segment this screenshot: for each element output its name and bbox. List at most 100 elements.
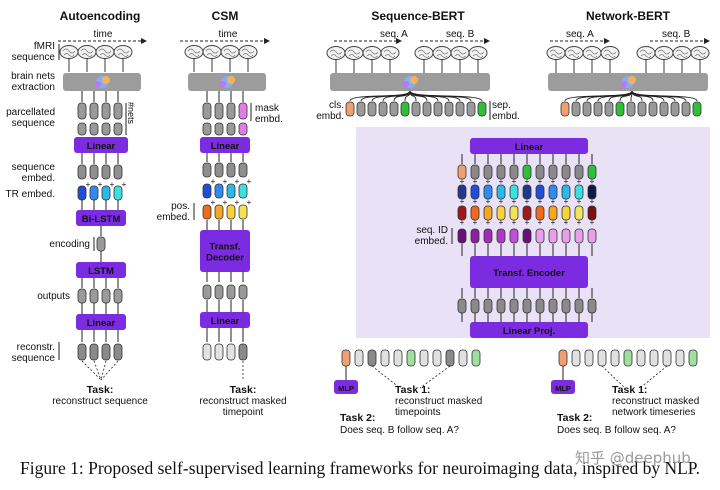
fan-connector — [409, 90, 483, 102]
seq-id-token — [548, 228, 558, 244]
figure-caption: Figure 1: Proposed self-supervised learn… — [20, 458, 700, 478]
parcellated-token — [89, 122, 99, 136]
plus-sign: + — [590, 197, 595, 206]
network-token — [571, 101, 581, 117]
brain-icon — [546, 46, 566, 60]
encoder-output-token — [470, 298, 480, 314]
reconstr-token — [238, 343, 248, 361]
transformer-decoder-box-label: Transf. — [209, 242, 240, 253]
brain-network-icon — [95, 81, 101, 87]
pos-embed-token — [561, 205, 571, 221]
task-text: reconstruct masked — [199, 396, 286, 407]
reconstr-sequence-label: sequence — [12, 353, 56, 364]
sequence-embed-token — [77, 164, 87, 180]
tr-embed-token — [470, 184, 480, 200]
parcellated-token — [226, 122, 236, 136]
plus-sign: + — [564, 177, 569, 186]
nets-label: #nets — [126, 102, 136, 125]
brain-icon — [600, 46, 620, 60]
embed-token — [574, 164, 584, 180]
reconstr-token — [77, 343, 87, 361]
sequence-token — [433, 101, 443, 117]
transformer-encoder-box-label: Transf. Encoder — [493, 268, 565, 279]
task-1-title: Task 1: — [395, 384, 430, 396]
mlp-box — [334, 380, 358, 394]
brain-fold — [347, 49, 361, 58]
sequence-token — [444, 101, 454, 117]
mask-token — [238, 102, 248, 120]
fan-connector — [382, 90, 411, 102]
brain-icon — [95, 45, 115, 59]
plus-sign: + — [122, 180, 127, 189]
brain-fold — [639, 49, 653, 58]
seq-b-label: seq. B — [446, 29, 475, 40]
pos-embed-label: pos. — [171, 201, 190, 212]
plus-sign: + — [551, 177, 556, 186]
mlp-box-label: MLP — [555, 384, 571, 393]
task-title: Task: — [230, 384, 257, 396]
embed-token — [483, 164, 493, 180]
embed-token — [509, 164, 519, 180]
encoding-token — [96, 236, 106, 252]
seq-id-token — [509, 228, 519, 244]
brain-fold — [223, 48, 237, 57]
parcellated-token — [202, 102, 212, 120]
pos-embed-token — [522, 205, 532, 221]
task-text: timepoint — [223, 407, 264, 418]
pos-embed-token — [509, 205, 519, 221]
sequence-token — [367, 101, 377, 117]
brain-icon — [220, 45, 240, 59]
mlp-box-label: MLP — [338, 384, 354, 393]
task-connector — [639, 365, 668, 389]
brain-fold — [187, 48, 201, 57]
fmri-sequence-label: fMRI — [34, 41, 55, 52]
encoder-output-token — [535, 298, 545, 314]
brain-icon — [690, 46, 710, 60]
seq-a-label: seq. A — [566, 29, 594, 40]
plus-sign: + — [577, 218, 582, 227]
reconstr-token — [89, 343, 99, 361]
output-token — [649, 349, 659, 367]
output-token — [113, 288, 123, 304]
network-token — [670, 101, 680, 117]
linear-proj-box-label: Linear Proj. — [503, 326, 555, 337]
output-token — [202, 284, 212, 300]
brain-icon — [184, 45, 204, 59]
embed-token — [548, 164, 558, 180]
tr-embed-token — [548, 184, 558, 200]
brain-icon — [59, 45, 79, 59]
brain-fold — [693, 49, 707, 58]
sequence-bert-title: Sequence-BERT — [371, 9, 465, 23]
faded-token — [202, 343, 212, 361]
embed-token — [226, 162, 236, 178]
seq-id-token — [457, 228, 467, 244]
sequence-token — [455, 101, 465, 117]
sequence-embed-label: sequence — [12, 162, 56, 173]
output-token — [393, 349, 403, 367]
linear-box — [76, 314, 126, 330]
pos-embed-token — [548, 205, 558, 221]
task-1-text: reconstruct masked — [395, 396, 482, 407]
embed-token — [238, 162, 248, 178]
tr-embed-token — [561, 184, 571, 200]
parcellated-token — [101, 102, 111, 120]
time-label: time — [219, 29, 238, 40]
faded-token — [226, 343, 236, 361]
tr-embed-token — [214, 183, 224, 199]
output-token — [101, 288, 111, 304]
brain-fold — [383, 49, 397, 58]
embed-token — [214, 162, 224, 178]
brain-icon — [450, 46, 470, 60]
sequence-token — [466, 101, 476, 117]
output-token — [341, 349, 351, 367]
mask-embed-label: mask — [255, 103, 280, 114]
task-2-text: Does seq. B follow seq. A? — [340, 425, 459, 436]
time-label: time — [94, 29, 113, 40]
tr-embed-token — [101, 185, 111, 201]
plus-sign: + — [110, 180, 115, 189]
plus-sign: + — [525, 218, 530, 227]
brain-icon — [344, 46, 364, 60]
plus-sign: + — [499, 218, 504, 227]
brain-fold — [116, 48, 130, 57]
plus-sign: + — [486, 197, 491, 206]
